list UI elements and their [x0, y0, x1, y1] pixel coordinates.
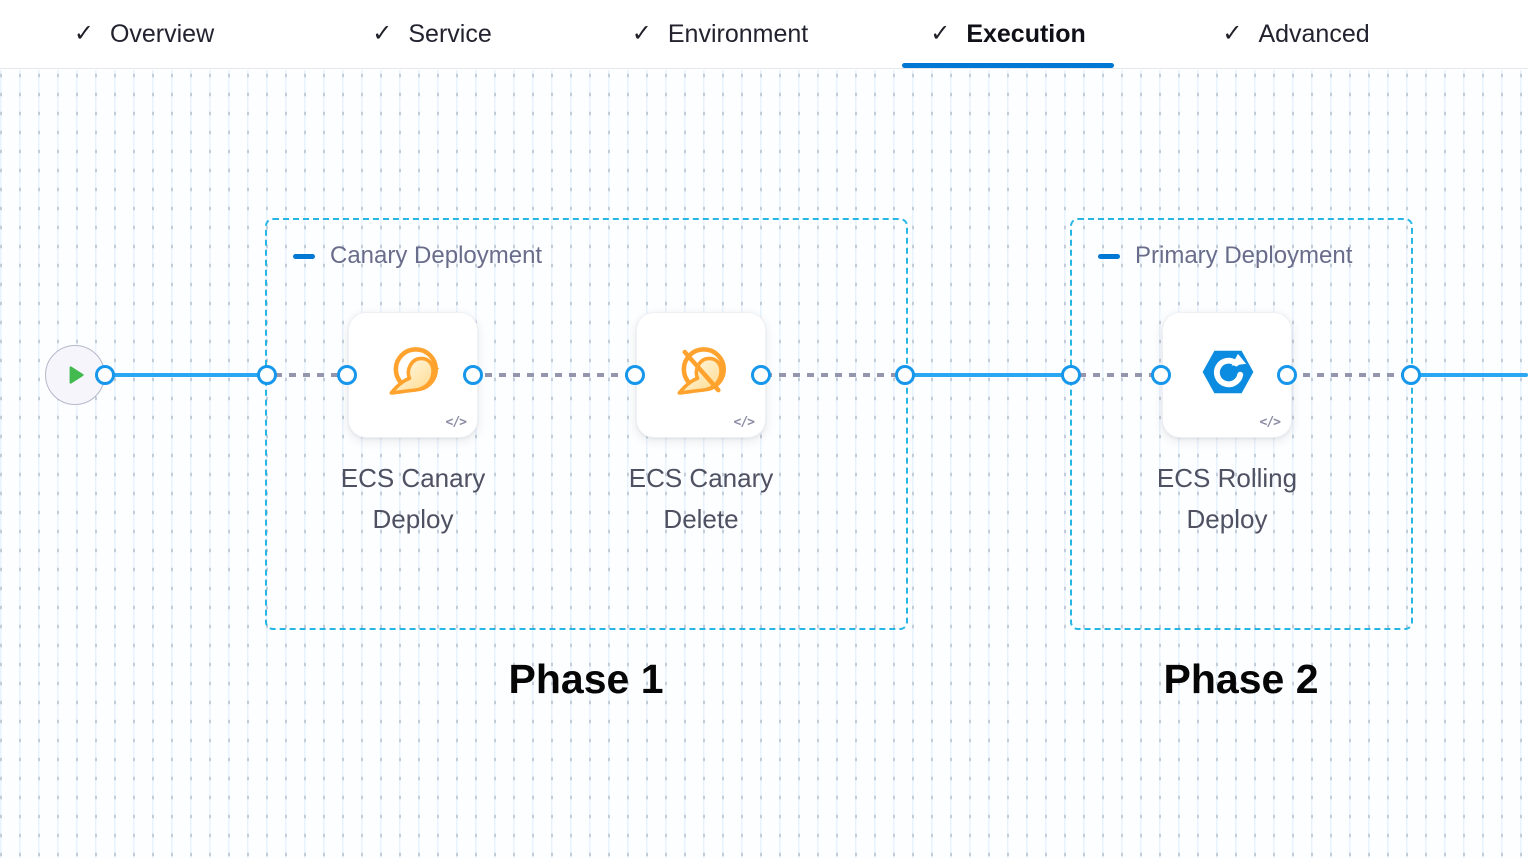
tab-label: Overview [109, 19, 215, 48]
check-icon: ✓ [631, 19, 652, 47]
play-icon [62, 362, 88, 388]
connector-line [105, 373, 271, 377]
step-group-primary-deployment[interactable]: Primary Deployment [1070, 218, 1413, 630]
step-name-label: ECS Rolling Deploy [1156, 463, 1298, 534]
link-node[interactable] [337, 365, 357, 385]
link-node[interactable] [1401, 365, 1421, 385]
group-title: Primary Deployment [1135, 242, 1353, 269]
link-node[interactable] [625, 365, 645, 385]
link-node[interactable] [895, 365, 915, 385]
group-title: Canary Deployment [330, 242, 543, 269]
tab-label: Execution [966, 19, 1086, 48]
tab-service[interactable]: ✓ Service [288, 0, 576, 68]
phase-2-label: Phase 2 [1163, 656, 1319, 702]
pipeline-canvas[interactable]: Canary Deployment Primary Deployment [0, 70, 1528, 858]
link-node[interactable] [1151, 365, 1171, 385]
step-ecs-canary-delete[interactable]: </> [636, 312, 766, 438]
link-node[interactable] [751, 365, 771, 385]
ecs-rolling-deploy-icon [1199, 343, 1257, 401]
group-collapse-control[interactable]: Primary Deployment [1098, 242, 1352, 270]
stage-config-tabbar: ✓ Overview ✓ Service ✓ Environment ✓ Exe… [0, 0, 1528, 69]
tab-label: Environment [667, 19, 809, 48]
check-icon: ✓ [372, 19, 393, 47]
minus-icon[interactable] [293, 253, 315, 259]
step-ecs-rolling-deploy[interactable]: </> [1162, 312, 1292, 438]
minus-icon[interactable] [1098, 253, 1120, 259]
tab-overview[interactable]: ✓ Overview [0, 0, 288, 68]
phase-1-label: Phase 1 [508, 656, 664, 702]
group-collapse-control[interactable]: Canary Deployment [293, 242, 542, 270]
connector-line [1411, 373, 1528, 377]
link-node[interactable] [463, 365, 483, 385]
tab-advanced[interactable]: ✓ Advanced [1152, 0, 1440, 68]
check-icon: ✓ [73, 19, 94, 47]
dashed-connector-line [275, 373, 897, 377]
check-icon: ✓ [1222, 19, 1243, 47]
link-node[interactable] [1061, 365, 1081, 385]
step-name-label: ECS Canary Deploy [340, 463, 486, 534]
step-name-label: ECS Canary Delete [628, 463, 774, 534]
tab-environment[interactable]: ✓ Environment [576, 0, 864, 68]
step-ecs-canary-deploy[interactable]: </> [348, 312, 478, 438]
ecs-canary-deploy-icon [385, 343, 443, 401]
step-group-canary-deployment[interactable]: Canary Deployment [265, 218, 908, 630]
link-node[interactable] [95, 365, 115, 385]
connector-line [905, 373, 1075, 377]
code-badge: </> [733, 415, 756, 430]
tab-execution[interactable]: ✓ Execution [864, 0, 1152, 68]
tab-label: Service [408, 19, 492, 48]
code-badge: </> [445, 415, 468, 430]
link-node[interactable] [1277, 365, 1297, 385]
code-badge: </> [1259, 415, 1282, 430]
tab-label: Advanced [1258, 19, 1370, 48]
check-icon: ✓ [930, 19, 951, 47]
ecs-canary-delete-icon [673, 343, 731, 401]
link-node[interactable] [257, 365, 277, 385]
